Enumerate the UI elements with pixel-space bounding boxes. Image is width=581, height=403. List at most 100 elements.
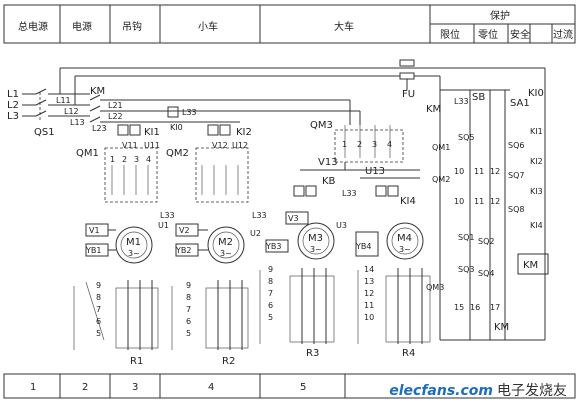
label-n2: 2: [122, 155, 127, 164]
fuse-top: [399, 59, 415, 67]
label-KM-coil: KM: [523, 260, 538, 271]
label-n1: 1: [110, 155, 115, 164]
footer-table: 1 2 3 4 5: [3, 373, 576, 399]
num-label: 12: [364, 289, 374, 298]
label-R2: R2: [222, 356, 235, 367]
label-QM2: QM2: [166, 148, 189, 159]
relay-box: [167, 106, 179, 118]
num-label: 9: [268, 265, 273, 274]
resistor-bank-R2: 9 8 7 6 5 R2: [171, 280, 249, 367]
label-SQ4: SQ4: [478, 269, 494, 278]
cam-controller-QM2: QM2 V12 U12: [166, 141, 249, 203]
num-label: 5: [268, 313, 273, 322]
fuse-FU: [399, 72, 415, 80]
cam-controller-QM3: QM3 1 2 3 4 V13 U13: [300, 120, 420, 179]
motor-M4-circle: [386, 222, 424, 260]
label-L3: L3: [7, 111, 19, 122]
motor-M1: V1 YB1 M1 3~ U1 L33: [85, 211, 175, 264]
label-QM3: QM3: [310, 120, 333, 131]
label-QM3-ctrl: QM3: [426, 283, 444, 292]
motor-M4: YB4 M4 3~: [355, 222, 424, 260]
header-power: 电源: [72, 20, 92, 33]
relay-box: [305, 185, 317, 197]
resistor-bank-R1: 9 8 7 6 5 R1: [73, 280, 159, 367]
num-label: 9: [96, 281, 101, 290]
num-label: 9: [186, 281, 191, 290]
num-label: 16: [470, 303, 480, 312]
num-label: 11: [364, 301, 374, 310]
label-L33-m1: L33: [160, 211, 175, 220]
bridge-relays: KB L33 KI4: [293, 176, 416, 207]
footer-col-5: 5: [300, 382, 306, 393]
label-L2: L2: [7, 100, 19, 111]
label-n3: 3: [134, 155, 139, 164]
motor-M3: V3 YB3 M3 3~ U3: [265, 211, 347, 260]
label-n4: 4: [146, 155, 151, 164]
num-label: 2: [357, 140, 362, 149]
label-L22: L22: [108, 112, 123, 121]
label-V2: V2: [179, 226, 190, 235]
footer-col-1: 1: [30, 382, 36, 393]
header-protection: 保护: [490, 9, 510, 22]
relay-box: [293, 185, 305, 197]
header-zero-position: 零位: [478, 28, 498, 41]
label-SA1: SA1: [510, 98, 530, 109]
num-label: 10: [454, 197, 464, 206]
label-KI1: KI1: [144, 127, 160, 138]
footer-col-2: 2: [82, 382, 88, 393]
label-KI2: KI2: [236, 127, 252, 138]
label-R3: R3: [306, 348, 319, 359]
label-SQ8: SQ8: [508, 205, 524, 214]
header-overcurrent: 过流: [553, 28, 573, 41]
num-label: 8: [268, 277, 273, 286]
label-KI4: KI4: [400, 196, 416, 207]
num-label: 15: [454, 303, 464, 312]
label-KI0: KI0: [170, 123, 183, 132]
header-main-power: 总电源: [18, 20, 48, 33]
label-QM1: QM1: [76, 148, 99, 159]
label-U1: U1: [158, 221, 169, 230]
num-label: 7: [96, 305, 101, 314]
label-KM-bottom: KM: [494, 322, 509, 333]
num-label: 10: [364, 313, 374, 322]
header-hook: 吊钩: [122, 21, 142, 33]
footer-col-3: 3: [132, 382, 138, 393]
label-KI0-contact: KI0: [528, 88, 544, 99]
label-U12: U12: [232, 141, 248, 150]
label-L12: L12: [64, 107, 79, 116]
main-contactor-KM: KM L21 L22 L23: [89, 86, 361, 133]
label-YB3: YB3: [265, 242, 281, 251]
resistor-bank-R4: 14 13 12 11 10 R4: [357, 265, 431, 359]
header-bridge: 大车: [334, 20, 354, 33]
num-label: 6: [268, 301, 273, 310]
label-QM2-ctrl: QM2: [432, 175, 450, 184]
motor-M2-circle: [207, 226, 245, 264]
overcurrent-relays: KI1 L33 KI0 KI2: [117, 106, 252, 138]
relay-box: [375, 185, 387, 197]
header-safety: 安全: [510, 28, 530, 41]
label-3phase-M1: 3~: [128, 249, 140, 258]
num-label: 14: [364, 265, 374, 274]
label-L33-mid: L33: [342, 189, 357, 198]
label-L33-ctrl: L33: [454, 97, 469, 106]
label-L21: L21: [108, 101, 123, 110]
num-label: 5: [186, 329, 191, 338]
label-U3: U3: [336, 221, 347, 230]
label-SQ6: SQ6: [508, 141, 524, 150]
label-KM-contact: KM: [426, 104, 441, 115]
label-M4: M4: [397, 233, 412, 244]
label-R4: R4: [402, 348, 415, 359]
label-U11: U11: [144, 141, 160, 150]
num-label: 8: [186, 293, 191, 302]
num-label: 5: [96, 329, 101, 338]
label-QS1: QS1: [34, 127, 55, 138]
num-label: 3: [372, 140, 377, 149]
motor-M1-circle: [115, 226, 153, 264]
label-3phase-M3: 3~: [310, 245, 322, 254]
label-L11: L11: [56, 96, 71, 105]
protection-control-circuit: KM L33 SB SA1 KI0 SQ5 QM1 QM2 SQ1 SQ2 SQ…: [426, 68, 549, 341]
num-label: 7: [186, 305, 191, 314]
header-trolley: 小车: [198, 20, 218, 33]
label-V13: V13: [318, 157, 338, 168]
